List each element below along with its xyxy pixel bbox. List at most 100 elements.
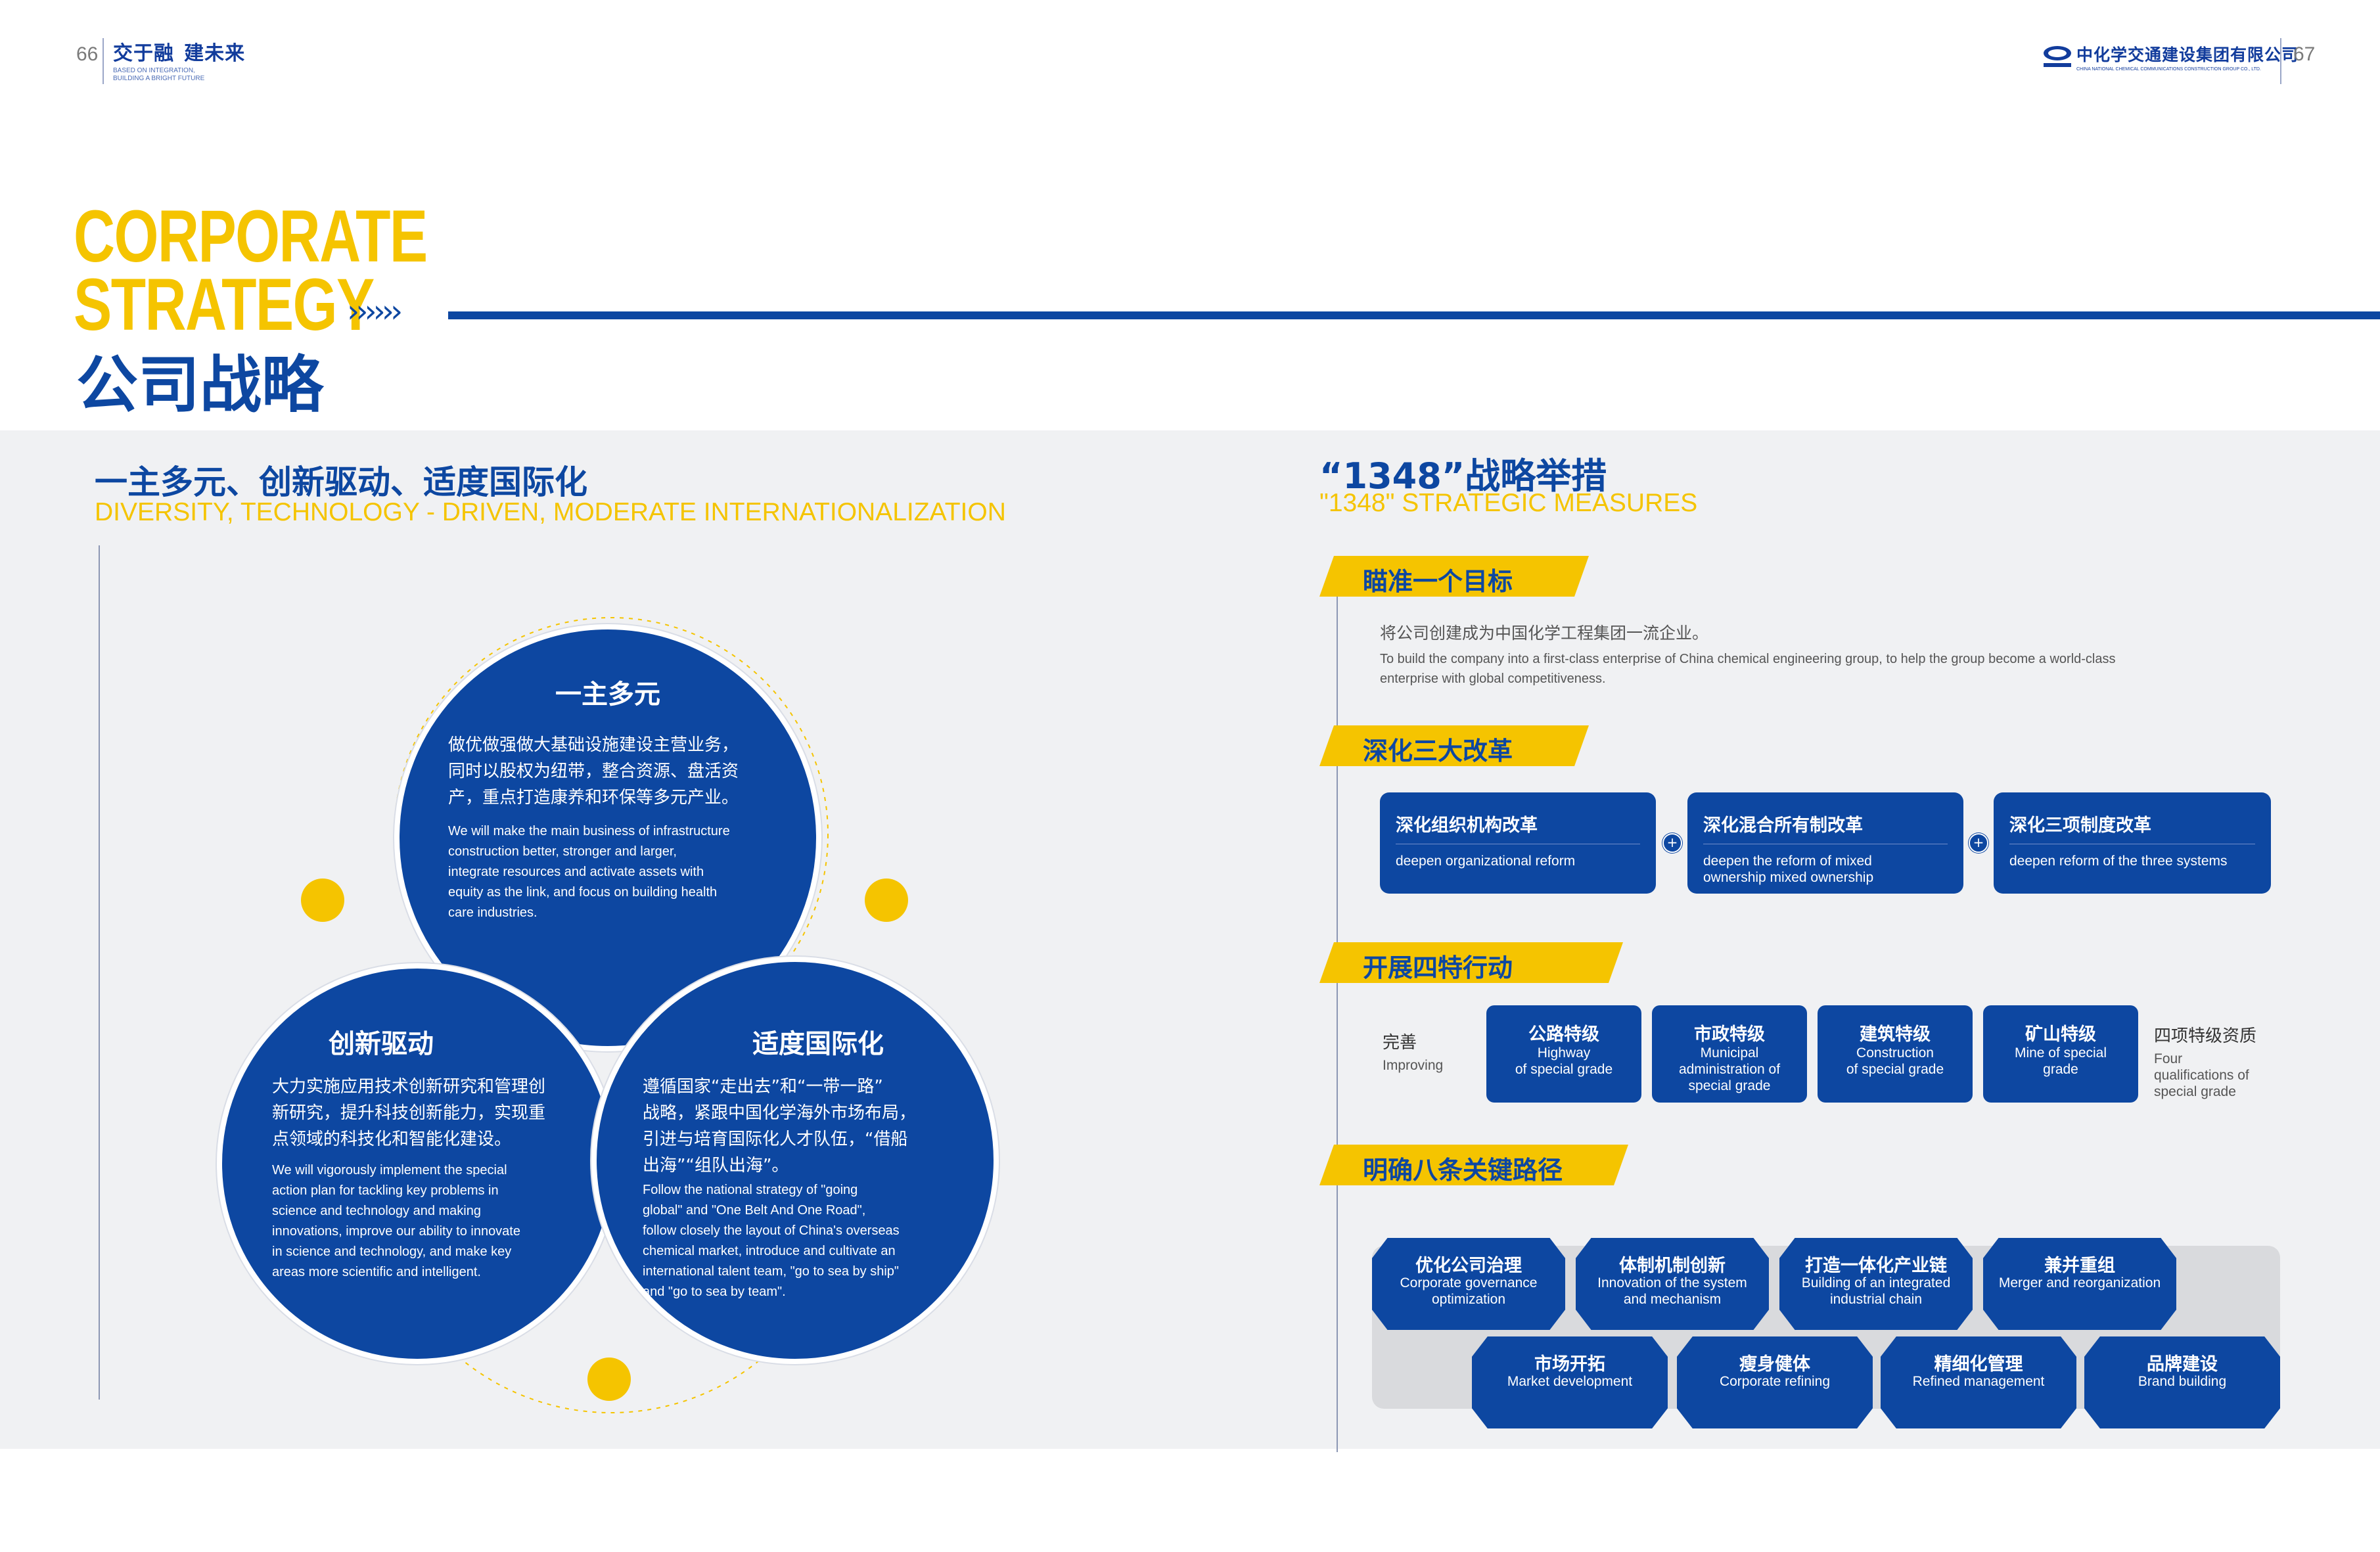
special-desc: Highway of special grade (1490, 1045, 1637, 1078)
desc-line: Corporate refining (1719, 1374, 1831, 1389)
special-box-1: 公路特级 Highway of special grade (1486, 1005, 1641, 1103)
special-box-4: 矿山特级 Mine of special grade (1983, 1005, 2138, 1103)
yellow-dot-bottom (587, 1358, 631, 1401)
desc-line: Corporate governance (1400, 1275, 1538, 1290)
en-line: areas more scientific and intelligent. (272, 1265, 481, 1279)
desc-line: deepen organizational reform (1396, 854, 1576, 869)
desc-line: and mechanism (1623, 1292, 1722, 1307)
desc-line: qualifications of (2154, 1068, 2249, 1083)
tag-goal: 瞄准一个目标 (1319, 556, 1589, 597)
path-title: 品牌建设 (2147, 1354, 2218, 1375)
plus-icon: + (1662, 833, 1682, 853)
tag-reforms: 深化三大改革 (1319, 725, 1589, 766)
company-name-block: 中化学交通建设集团有限公司 CHINA NATIONAL CHEMICAL CO… (2076, 42, 2299, 72)
company-logo-icon (2044, 46, 2071, 67)
desc-line: special grade (2154, 1084, 2236, 1099)
path-title: 打造一体化产业链 (1805, 1256, 1947, 1276)
circle-international-en: Follow the national strategy of "going g… (643, 1180, 900, 1302)
yellow-dot-left (301, 879, 344, 922)
title-en-line2: STRATEGY (74, 263, 375, 346)
path-title: 体制机制创新 (1619, 1256, 1726, 1276)
title-cn: 公司战略 (76, 350, 324, 421)
special-left-label: 完善 Improving (1383, 1029, 1443, 1074)
brand-slogan-part-b: 建未来 (184, 42, 246, 65)
en-line: Follow the national strategy of "going (643, 1183, 858, 1197)
circle-diversity-cn: 做优做强做大基础设施建设主营业务， 同时以股权为纽带，整合资源、盘活资 产，重点… (448, 732, 739, 811)
desc-line: deepen the reform of mixed (1703, 854, 1872, 869)
en-line: We will vigorously implement the special (272, 1163, 507, 1177)
header-divider-left (103, 38, 104, 84)
special-desc: Construction of special grade (1821, 1045, 1969, 1078)
cn-line: 遵循国家“走出去”和“一带一路” (643, 1077, 883, 1097)
path-box-8: 品牌建设 Brand building (2084, 1336, 2280, 1428)
desc-line: Merger and reorganization (1998, 1275, 2161, 1290)
goal-cn: 将公司创建成为中国化学工程集团一流企业。 (1380, 624, 1709, 643)
special-title: 建筑特级 (1860, 1024, 1931, 1045)
reform-title: 深化三项制度改革 (2009, 815, 2151, 836)
en-line: We will make the main business of infras… (448, 824, 730, 838)
cn-line: 点领域的科技化和智能化建设。 (272, 1130, 512, 1149)
en-line: science and technology and making (272, 1204, 481, 1218)
left-page-number: 66 (76, 43, 99, 65)
path-desc: Refined management (1887, 1373, 2070, 1390)
en-line: follow closely the layout of China's ove… (643, 1223, 900, 1238)
desc-line: deepen reform of the three systems (2009, 854, 2228, 869)
special-title: 公路特级 (1528, 1024, 1599, 1045)
circle-innovation-en: We will vigorously implement the special… (272, 1160, 520, 1283)
cn-line: 战略，紧跟中国化学海外市场布局， (643, 1103, 917, 1123)
reform-desc: deepen organizational reform (1396, 853, 1575, 869)
reform-box-2: 深化混合所有制改革 deepen the reform of mixed own… (1687, 792, 1963, 894)
header-divider-right (2280, 38, 2281, 84)
reform-title: 深化组织机构改革 (1396, 815, 1538, 836)
en-line: equity as the link, and focus on buildin… (448, 885, 718, 900)
en-line: international talent team, "go to sea by… (643, 1264, 899, 1279)
special-right-en: Four qualifications of special grade (2154, 1051, 2256, 1100)
reform-desc: deepen reform of the three systems (2009, 853, 2228, 869)
desc-line: Highway (1537, 1045, 1591, 1061)
left-heading-cn: 一主多元、创新驱动、适度国际化 (95, 463, 587, 501)
desc-line: Brand building (2138, 1374, 2227, 1389)
desc-line: ownership mixed ownership (1703, 870, 1874, 885)
title-rule (448, 311, 2380, 319)
path-title: 兼并重组 (2044, 1256, 2115, 1276)
special-left-cn: 完善 (1383, 1033, 1417, 1053)
en-line: integrate resources and activate assets … (448, 865, 704, 879)
en-line: innovations, improve our ability to inno… (272, 1224, 520, 1239)
special-left-en: Improving (1383, 1058, 1444, 1073)
path-desc: Corporate governance optimization (1379, 1275, 1559, 1308)
right-page-number: 67 (2293, 43, 2316, 65)
plus-icon: + (1969, 833, 1988, 853)
en-line: To build the company into a first-class … (1380, 652, 2116, 666)
desc-line: special grade (1688, 1078, 1771, 1093)
title-en-line1: CORPORATE (74, 195, 428, 277)
circle-innovation (217, 963, 618, 1364)
desc-line: of special grade (1846, 1062, 1944, 1077)
special-right-cn: 四项特级资质 (2154, 1026, 2257, 1046)
desc-line: Mine of special (2014, 1045, 2107, 1061)
tag-goal-label: 瞄准一个目标 (1363, 567, 1513, 596)
company-logo (2042, 43, 2072, 68)
path-desc: Corporate refining (1683, 1373, 1866, 1390)
special-box-2: 市政特级 Municipal administration of special… (1652, 1005, 1807, 1103)
desc-line: Innovation of the system (1597, 1275, 1747, 1290)
circle-international-title: 适度国际化 (752, 1029, 884, 1059)
desc-line: Municipal (1700, 1045, 1759, 1061)
en-line: and "go to sea by team". (643, 1285, 786, 1299)
brand-slogan-part-a: 交于融 (113, 42, 174, 65)
left-heading-en: DIVERSITY, TECHNOLOGY - DRIVEN, MODERATE… (95, 498, 1006, 526)
cn-line: 同时以股权为纽带，整合资源、盘活资 (448, 762, 739, 781)
desc-line: administration of (1678, 1062, 1781, 1077)
path-box-4: 兼并重组 Merger and reorganization (1983, 1238, 2176, 1330)
special-desc: Mine of special grade (1987, 1045, 2134, 1078)
goal-en: To build the company into a first-class … (1380, 649, 2116, 689)
desc-line: Refined management (1912, 1374, 2045, 1389)
special-title: 矿山特级 (2025, 1024, 2096, 1045)
desc-line: of special grade (1515, 1062, 1613, 1077)
desc-line: industrial chain (1829, 1292, 1923, 1307)
special-right-label: 四项特级资质 Four qualifications of special gr… (2154, 1022, 2256, 1100)
path-desc: Merger and reorganization (1990, 1275, 2170, 1291)
en-line: care industries. (448, 905, 538, 920)
special-desc: Municipal administration of special grad… (1656, 1045, 1803, 1094)
desc-line: grade (2043, 1062, 2078, 1077)
circle-international (591, 957, 999, 1364)
